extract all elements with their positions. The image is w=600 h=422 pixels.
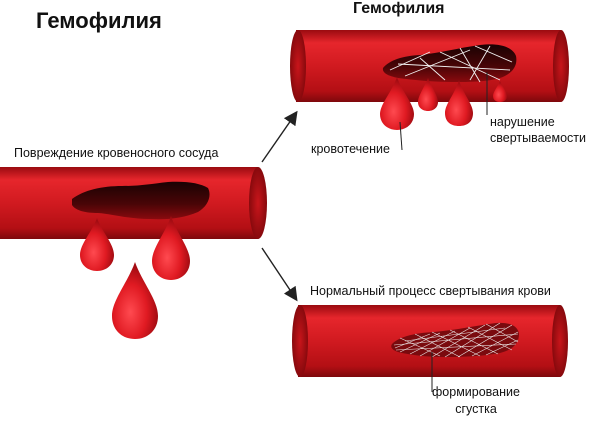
blood-drop: [112, 262, 158, 339]
damaged-vessel: [0, 167, 267, 339]
coagulation-label-line1: нарушение: [490, 115, 555, 129]
vessel-start: [290, 30, 306, 102]
vessel-start: [292, 305, 308, 377]
blood-drop: [445, 80, 473, 126]
vessel-end: [552, 305, 568, 377]
blood-drop: [152, 216, 190, 280]
main-title: Гемофилия: [36, 8, 162, 33]
normal-vessel: [292, 305, 568, 392]
hemophilia-vessel: [290, 30, 569, 151]
damage-label: Повреждение кровеносного сосуда: [14, 146, 219, 160]
arrow-to-normal: [261, 247, 298, 302]
clot-label-line1: формирование: [432, 385, 520, 399]
clot-label: формирование сгустка: [432, 384, 520, 418]
coagulation-label: нарушение свертываемости: [490, 114, 586, 146]
blood-drop: [493, 81, 507, 102]
normal-process-title: Нормальный процесс свертывания крови: [310, 284, 551, 298]
blood-drop: [418, 78, 438, 111]
arrow-to-hemophilia: [261, 110, 298, 163]
vessel-wound: [382, 44, 517, 82]
bleeding-label: кровотечение: [311, 142, 390, 156]
leader-line-bleeding: [399, 121, 403, 151]
hemophilia-title: Гемофилия: [353, 0, 445, 17]
blood-drop: [380, 77, 414, 130]
clot-label-line2: сгустка: [455, 402, 497, 416]
vessel-wound: [72, 181, 210, 220]
vessel-end: [249, 167, 267, 239]
dense-fibrin: [393, 322, 519, 358]
coagulation-label-line2: свертываемости: [490, 131, 586, 145]
blood-drop: [80, 218, 114, 271]
sparse-fibrin: [389, 45, 513, 83]
vessel-end: [553, 30, 569, 102]
